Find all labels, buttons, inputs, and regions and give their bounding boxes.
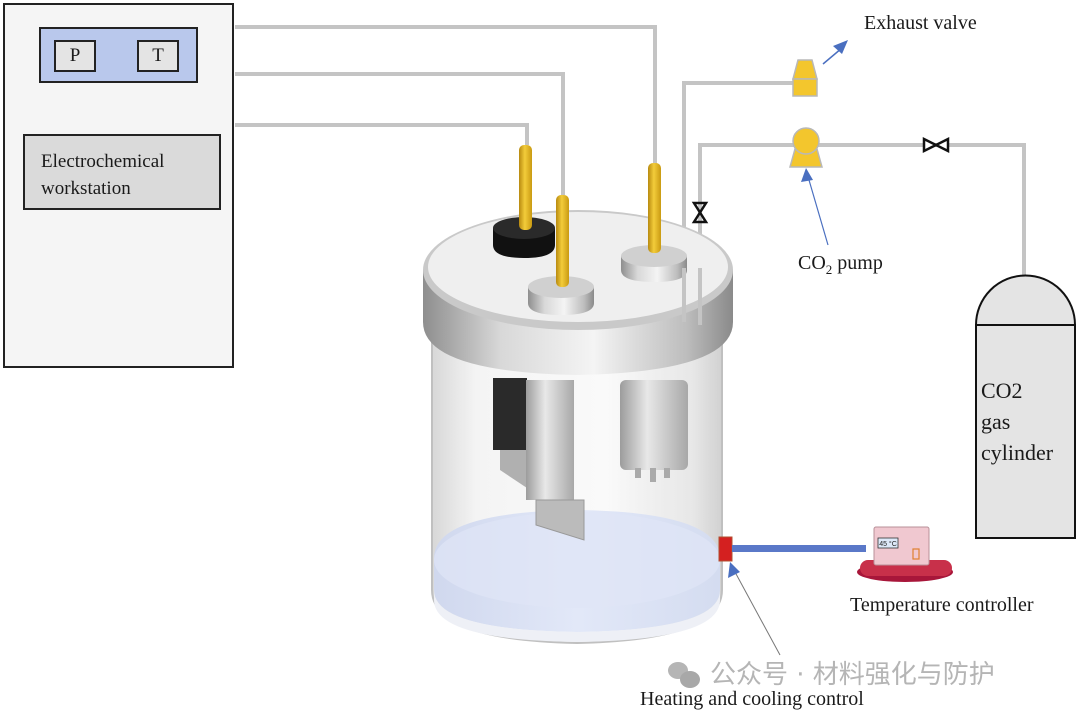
co2-pump-label-prefix: CO (798, 252, 826, 274)
cylinder-valve-icon (922, 136, 950, 154)
workstation-label-box: Electrochemical workstation (23, 134, 221, 210)
cylinder-label-line3: cylinder (981, 440, 1054, 465)
heat-transfer-line (732, 545, 866, 552)
working-electrode-assembly (493, 378, 585, 541)
controller-display: 45 °C (879, 540, 897, 548)
wire-electrode-left (235, 123, 529, 145)
electrode-rod-left (519, 145, 532, 230)
heating-arrow (728, 562, 781, 656)
co2-gas-cylinder (974, 274, 1077, 539)
pressure-key: P (54, 40, 96, 72)
co2-pump-label-suffix: pump (832, 252, 883, 274)
temperature-controller-device: 45 °C (857, 526, 953, 582)
temperature-controller-label: Temperature controller (850, 594, 1034, 616)
exhaust-valve-icon (792, 59, 818, 97)
watermark: 公众号 · 材料强化与防护 (668, 654, 995, 691)
wire-electrode-middle (235, 72, 565, 195)
cylinder-label-line1: CO2 (981, 378, 1023, 403)
electrode-rod-middle (556, 195, 569, 287)
exhaust-valve-label: Exhaust valve (864, 12, 977, 34)
co2-pump-label: CO2 pump (798, 252, 883, 278)
watermark-text: 公众号 · 材料强化与防护 (710, 660, 995, 690)
co2-pump-arrow (801, 168, 829, 246)
electrode-rod-right (648, 163, 661, 253)
cylinder-label-line2: gas (981, 409, 1011, 434)
temperature-key: T (137, 40, 179, 72)
exhaust-arrow (822, 40, 848, 65)
heater-pad (718, 536, 733, 562)
inlet-valve-icon (691, 201, 709, 224)
gray-fitting-right (621, 245, 687, 282)
co2-cylinder-label: CO2 gas cylinder (981, 375, 1053, 468)
wire-electrode-right (235, 25, 657, 165)
workstation-control-panel: P T (39, 27, 198, 83)
co2-inlet-line (698, 143, 1026, 325)
wechat-icon (668, 661, 702, 690)
co2-pump-icon (789, 127, 823, 168)
heating-cooling-label: Heating and cooling control (640, 688, 864, 710)
workstation-label-line2: workstation (41, 178, 131, 199)
co2-pump-label-sub: 2 (825, 262, 833, 277)
workstation-label-line1: Electrochemical (41, 151, 165, 172)
reference-electrode-body (620, 380, 688, 482)
glass-vessel (431, 329, 723, 645)
